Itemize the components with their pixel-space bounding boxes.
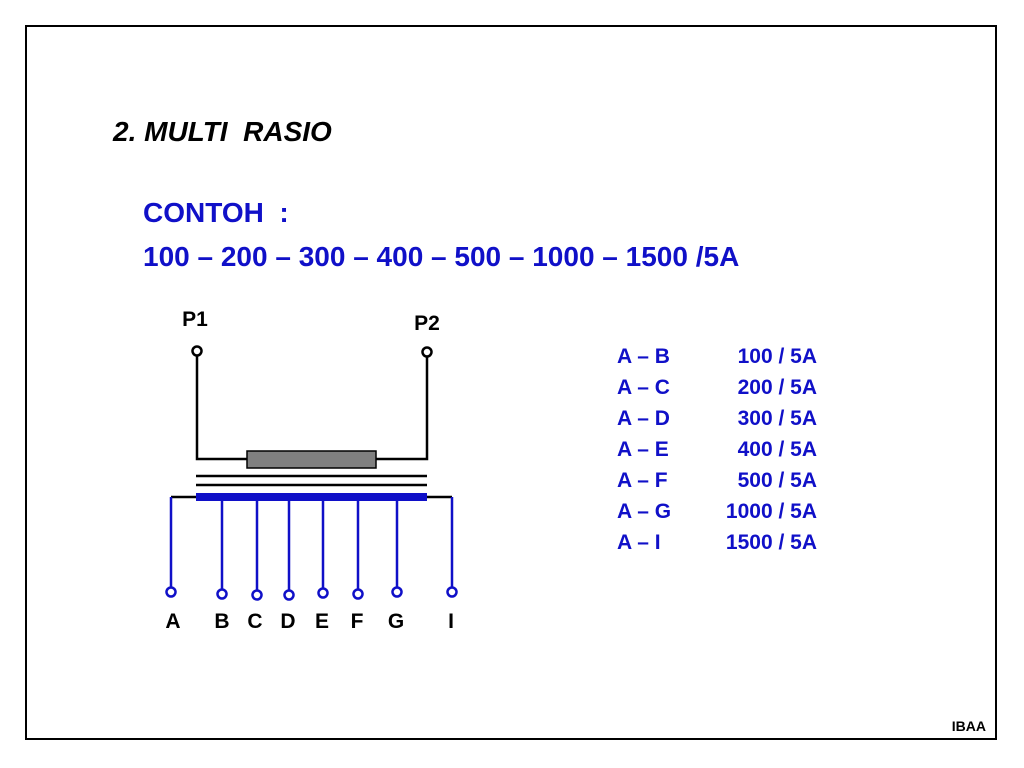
- ratio-table: A – B 100 / 5A A – C 200 / 5A A – D 300 …: [617, 341, 817, 558]
- tap-terminal-e: [317, 587, 329, 599]
- ratio-value: 500 / 5A: [737, 469, 817, 492]
- ratio-pair: A – I: [617, 531, 661, 554]
- secondary-taps: [165, 497, 458, 601]
- ratio-value: 1500 / 5A: [725, 531, 817, 554]
- ratio-value: 200 / 5A: [737, 376, 817, 399]
- tap-terminal-g: [391, 586, 403, 598]
- tap-terminal-i: [446, 586, 458, 598]
- secondary-winding: [196, 493, 427, 501]
- tap-terminal-a: [165, 586, 177, 598]
- ratio-value: 1000 / 5A: [725, 500, 817, 523]
- terminal-p1: [191, 345, 203, 357]
- ratio-value: 400 / 5A: [737, 438, 817, 461]
- ratio-row: A – D 300 / 5A: [617, 403, 817, 434]
- tap-label-d: D: [280, 610, 295, 633]
- ratio-row: A – E 400 / 5A: [617, 434, 817, 465]
- tap-label-i: I: [448, 610, 454, 633]
- ratio-row: A – B 100 / 5A: [617, 341, 817, 372]
- primary-lead-p2: [376, 356, 429, 461]
- primary-winding: [195, 356, 429, 461]
- tap-label-b: B: [214, 610, 229, 633]
- ratio-pair: A – F: [617, 469, 668, 492]
- ratio-row: A – I 1500 / 5A: [617, 527, 817, 558]
- example-values: 100 – 200 – 300 – 400 – 500 – 1000 – 150…: [143, 241, 740, 272]
- ratio-row: A – F 500 / 5A: [617, 465, 817, 496]
- tap-label-e: E: [315, 610, 329, 633]
- terminal-p2: [421, 346, 433, 358]
- primary-lead-p1: [195, 356, 247, 461]
- tap-label-f: F: [351, 610, 364, 633]
- slide-heading: 2. MULTI RASIO: [113, 116, 332, 147]
- tap-label-a: A: [165, 610, 180, 633]
- terminal-label-p1: P1: [182, 308, 208, 331]
- primary-conductor: [246, 450, 377, 469]
- tap-terminal-d: [283, 589, 295, 601]
- ratio-pair: A – B: [617, 345, 670, 368]
- tap-terminal-b: [216, 588, 228, 600]
- slide-frame: [25, 25, 997, 740]
- terminal-label-p2: P2: [414, 312, 440, 335]
- tap-terminal-c: [251, 589, 263, 601]
- ratio-pair: A – C: [617, 376, 670, 399]
- footer-label: IBAA: [951, 718, 986, 734]
- ratio-pair: A – E: [617, 438, 669, 461]
- tap-label-g: G: [388, 610, 404, 633]
- ratio-value: 100 / 5A: [737, 345, 817, 368]
- tap-label-c: C: [247, 610, 262, 633]
- ratio-pair: A – D: [617, 407, 670, 430]
- ratio-row: A – G 1000 / 5A: [617, 496, 817, 527]
- example-label: CONTOH :: [143, 197, 289, 228]
- ratio-value: 300 / 5A: [737, 407, 817, 430]
- ratio-row: A – C 200 / 5A: [617, 372, 817, 403]
- tap-terminal-f: [352, 588, 364, 600]
- ratio-pair: A – G: [617, 500, 672, 523]
